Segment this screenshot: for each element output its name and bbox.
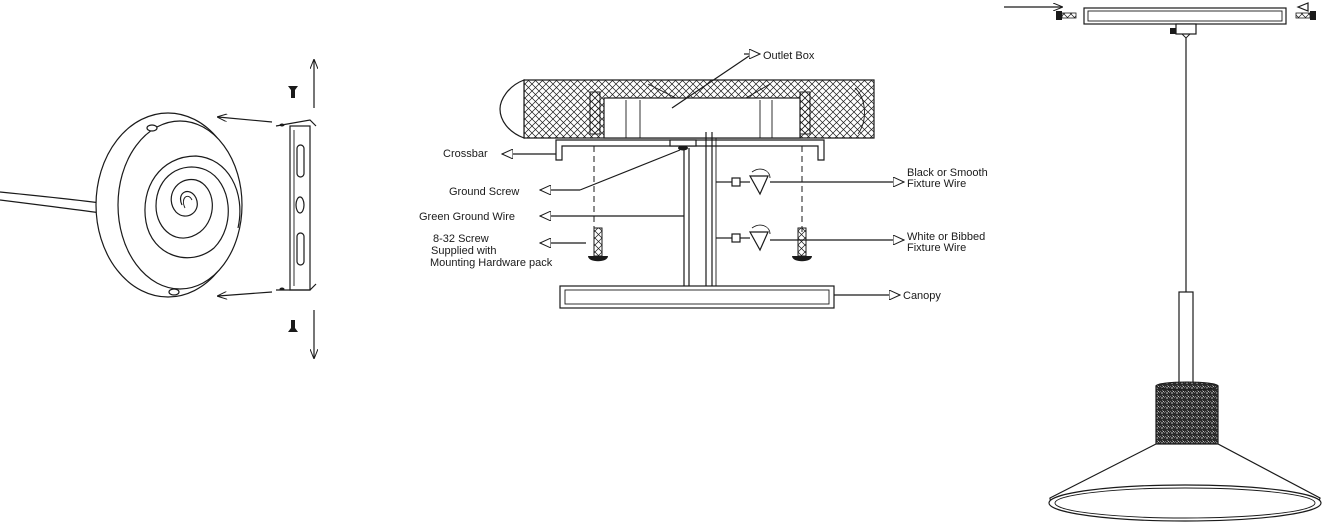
wire-nut-white-icon [748,224,771,252]
callouts: Outlet Box Crossbar Ground Screw Green G… [419,50,988,302]
bracket-center-hole [295,196,305,214]
ceiling-slab-end-left [499,79,525,139]
bracket-slot-upper [296,144,305,178]
label-outlet-box: Outlet Box [763,50,815,62]
box-screw-right [799,91,811,135]
label-green-ground-wire: Green Ground Wire [419,211,515,223]
screw-8-32-left [588,227,608,262]
ceiling-slab-curve-right [854,87,865,135]
track-rail [1083,7,1287,25]
outlet-box [603,97,801,139]
canopy-disc-assembly [0,112,273,297]
canopy [559,285,835,309]
coiled-wire [144,155,241,259]
label-black-wire-line2: Fixture Wire [907,178,966,190]
canopy-section [559,285,835,309]
label-screw-line3: Mounting Hardware pack [430,257,553,269]
track-adapter [1175,23,1197,35]
bracket-hole-bottom [279,287,285,291]
disc-screw-hole-bottom [168,288,180,296]
bracket-screw-top [288,86,298,98]
pendant-stem [1178,291,1194,387]
shade-rim [1048,484,1322,522]
arrow-to-track-right [1296,2,1309,12]
black-wire-connector [731,177,741,187]
label-crossbar: Crossbar [443,148,488,160]
ground-screw-plate [669,139,697,147]
crossbar [555,139,825,161]
label-screw-line2: Supplied with [431,245,496,257]
label-screw-line1: 8-32 Screw [433,233,489,245]
track-screw-right [1295,11,1316,20]
screw-8-32-right [792,227,812,262]
bracket-top-tab [275,119,317,127]
wire-nut-black-icon [748,168,771,196]
label-canopy: Canopy [903,290,941,302]
socket-housing [1155,385,1219,445]
bracket-slot-lower [296,232,305,266]
label-white-wire-line2: Fixture Wire [907,242,966,254]
arrow-to-disc-bottom [218,292,273,296]
bracket-screw-bottom [288,320,298,332]
label-black-wire-line1: Black or Smooth [907,167,988,179]
wires-and-stem [683,132,771,288]
arrow-to-disc-top [218,117,273,123]
box-screw-left [589,91,601,135]
ground-screw [678,145,688,151]
label-ground-screw: Ground Screw [449,186,519,198]
bracket-hole-top [279,123,285,127]
coiled-wire-core [182,195,193,209]
crossbar-section [555,139,825,232]
track-screw-left [1056,11,1077,20]
label-white-wire-line1: White or Bibbed [907,231,985,243]
leader-outlet-box [671,53,753,109]
mounting-screws [588,227,812,262]
disc-screw-hole-top [146,124,158,132]
pendant-assembly [1004,2,1322,522]
ceiling-section [499,79,875,139]
leader-ground-screw [579,149,681,191]
mounting-bracket-exploded [275,60,317,358]
white-wire-connector [731,233,741,243]
bracket-bottom-tab [276,283,317,291]
canopy-disc-front [117,120,243,290]
